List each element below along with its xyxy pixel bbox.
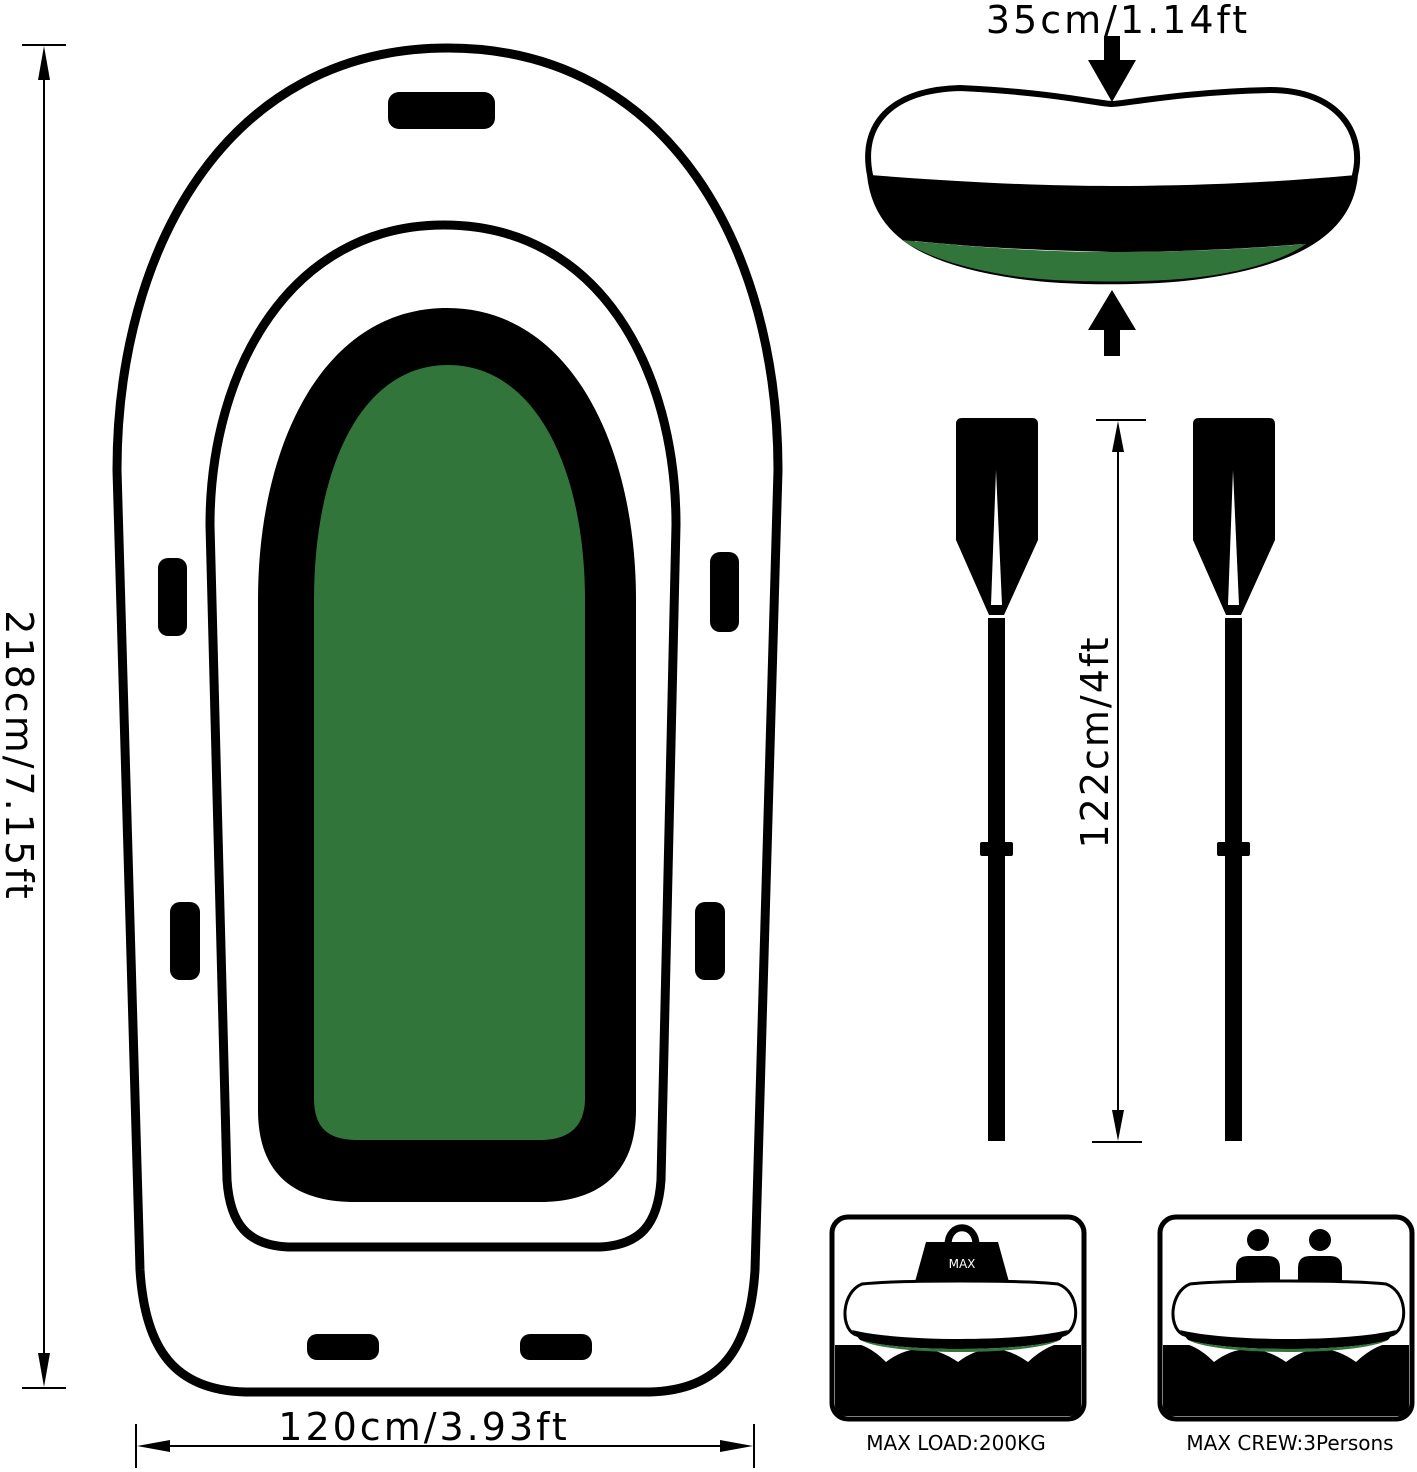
- boat-top-view: [112, 43, 783, 1397]
- oar-length-label: 122cm/4ft: [1073, 635, 1117, 848]
- oar-left: [956, 418, 1038, 1141]
- bow-handle: [388, 92, 495, 129]
- width-dimension: [135, 1424, 755, 1468]
- max-crew-badge: [1157, 1214, 1415, 1422]
- rope-handle-left-1: [158, 558, 187, 636]
- max-crew-label: MAX CREW:3Persons: [1186, 1431, 1393, 1455]
- height-arrows: [1088, 36, 1136, 356]
- width-label: 120cm/3.93ft: [278, 1405, 569, 1449]
- stern-handle-left: [307, 1334, 379, 1360]
- boat-floor: [314, 365, 585, 1140]
- oar-right: [1193, 418, 1275, 1141]
- rope-handle-left-2: [170, 902, 200, 980]
- side-black-band: [870, 175, 1356, 252]
- length-label: 218cm/7.15ft: [0, 610, 41, 901]
- max-load-label: MAX LOAD:200KG: [866, 1431, 1045, 1455]
- height-label: 35cm/1.14ft: [986, 0, 1250, 42]
- boat-side-view: [865, 36, 1361, 356]
- side-green-bottom: [902, 240, 1306, 282]
- length-dimension: [22, 44, 66, 1389]
- rope-handle-right-1: [710, 552, 739, 632]
- rope-handle-right-2: [695, 902, 725, 980]
- stern-handle-right: [520, 1334, 592, 1360]
- weight-text: MAX: [949, 1257, 976, 1271]
- max-load-badge: MAX: [829, 1214, 1087, 1422]
- oar-dimension: [1092, 419, 1146, 1143]
